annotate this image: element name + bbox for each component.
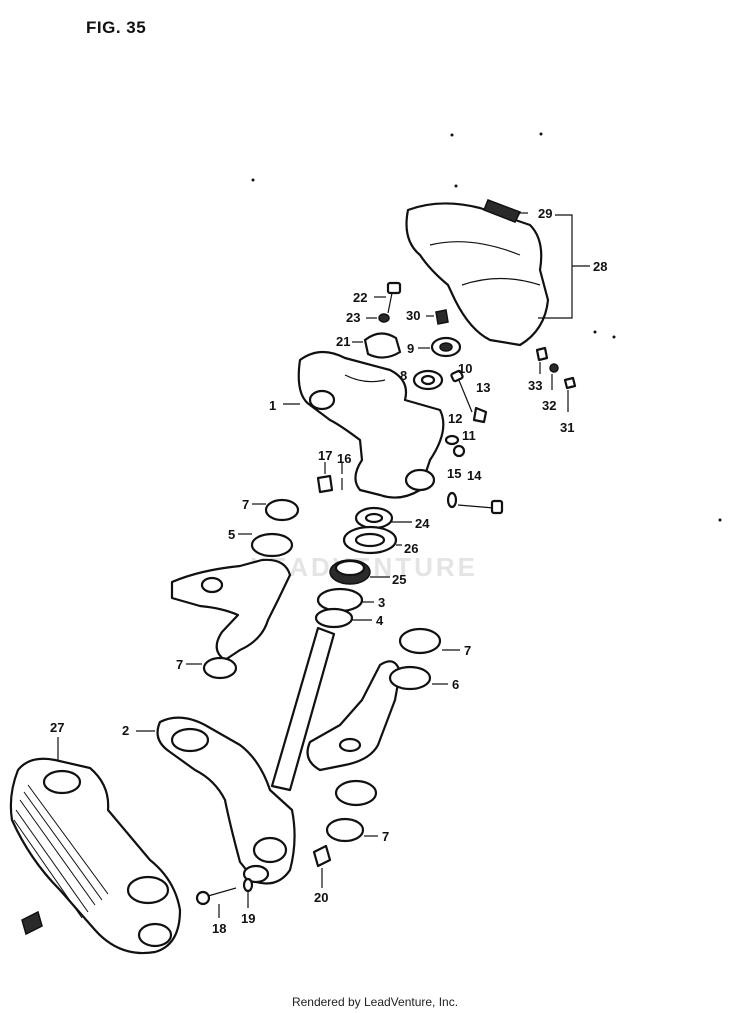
callout-31: 31	[560, 420, 574, 435]
callout-7c: 7	[464, 643, 471, 658]
callout-1: 1	[269, 398, 276, 413]
handlebar-cover-part	[405, 199, 550, 347]
upper-bracket-part	[297, 350, 445, 499]
callout-13: 13	[476, 380, 490, 395]
callout-17: 17	[318, 448, 332, 463]
clamp-part	[363, 332, 402, 359]
callout-15: 15	[447, 466, 461, 481]
nut-11	[452, 444, 466, 458]
nut-13	[472, 406, 488, 424]
callout-5: 5	[228, 527, 235, 542]
callout-16: 16	[337, 451, 351, 466]
callout-20: 20	[314, 890, 328, 905]
bolt-14	[457, 499, 504, 515]
clip-part	[435, 309, 449, 325]
callout-6: 6	[452, 677, 459, 692]
steering-stem-part	[156, 626, 336, 885]
nut-17	[316, 474, 334, 494]
callout-3: 3	[378, 595, 385, 610]
callout-4: 4	[376, 613, 384, 628]
screw-31	[563, 376, 577, 390]
callout-7b: 7	[176, 657, 183, 672]
callout-9: 9	[407, 341, 414, 356]
callout-32: 32	[542, 398, 556, 413]
callout-7d: 7	[382, 829, 389, 844]
callout-27: 27	[50, 720, 64, 735]
callout-8: 8	[400, 368, 407, 383]
callout-14: 14	[467, 468, 482, 483]
callout-19: 19	[241, 911, 255, 926]
callout-25: 25	[392, 572, 406, 587]
callout-18: 18	[212, 921, 226, 936]
callout-10: 10	[458, 361, 472, 376]
bolt-18	[195, 887, 237, 906]
bracket-28	[538, 214, 590, 319]
callout-28: 28	[593, 259, 607, 274]
callout-29: 29	[538, 206, 552, 221]
right-bracket-part	[306, 627, 442, 843]
callout-12: 12	[448, 411, 462, 426]
callout-33: 33	[528, 378, 542, 393]
callout-22: 22	[353, 290, 367, 305]
callout-23: 23	[346, 310, 360, 325]
nut-part	[378, 313, 390, 323]
nut-33	[535, 346, 549, 362]
nut-20	[312, 844, 332, 868]
bolt-10	[457, 377, 473, 413]
washer-19	[242, 877, 254, 893]
callout-7a: 7	[242, 497, 249, 512]
figure-title: FIG. 35	[86, 18, 147, 37]
callout-11: 11	[462, 428, 476, 443]
bearing-stack	[314, 506, 398, 629]
callout-21: 21	[336, 334, 350, 349]
callout-26: 26	[404, 541, 418, 556]
washer-15	[446, 491, 458, 509]
callout-24: 24	[415, 516, 430, 531]
left-bracket-part	[170, 498, 300, 680]
bolt-part	[374, 281, 402, 314]
washer-32	[549, 363, 559, 373]
callout-2: 2	[122, 723, 129, 738]
footer-credit: Rendered by LeadVenture, Inc.	[291, 995, 459, 1009]
callout-30: 30	[406, 308, 420, 323]
arrow-icon	[21, 910, 43, 936]
lower-cover-part	[9, 757, 182, 955]
